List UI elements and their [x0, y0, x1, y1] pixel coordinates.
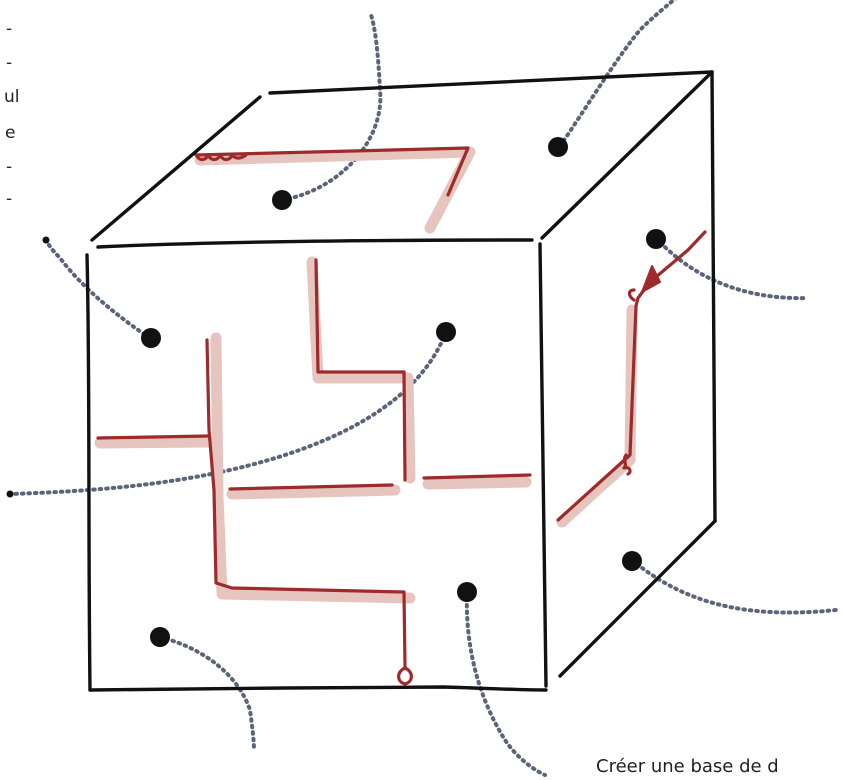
callout-line-upper-left	[46, 240, 150, 338]
cube-edge-top-front	[98, 240, 532, 247]
cube-edge-top-back-left	[92, 97, 260, 240]
cube-edge-top-back	[270, 72, 712, 93]
left-text-fragment-4: e	[5, 124, 15, 143]
callout-line-bottom-center	[467, 592, 545, 775]
callout-line-center	[10, 332, 446, 494]
maze-path-shadow	[100, 152, 632, 598]
marker-dot-upper-left	[141, 328, 161, 348]
maze-segment-left-long	[207, 340, 405, 668]
left-text-fragment-3: ul	[4, 88, 20, 107]
maze-segment-upper-center	[316, 260, 405, 480]
caption-text: Créer une base de d	[596, 757, 779, 776]
callout-end-dot-left	[43, 237, 50, 244]
maze-segment-left-stub	[98, 436, 208, 438]
callout-end-dot-center-left	[7, 491, 14, 498]
marker-dot-right-lower	[622, 551, 642, 571]
marker-dot-bottom-center	[457, 582, 477, 602]
left-text-fragment-1: -	[6, 20, 12, 39]
callout-line-right-lower	[632, 560, 836, 613]
left-text-fragment-2: -	[6, 54, 12, 73]
marker-dot-top-face	[272, 190, 292, 210]
cube-edge-side-bottom	[560, 521, 715, 676]
callout-line-right-face	[656, 238, 808, 298]
cube-edge-front-right	[540, 244, 546, 686]
arrowhead	[642, 266, 660, 292]
cube-edge-side-right	[712, 72, 715, 521]
left-text-fragment-6: -	[6, 190, 12, 209]
marker-dot-bottom-left	[150, 627, 170, 647]
maze-segment-end-loop	[399, 668, 412, 684]
cube-edge-front-bottom	[90, 687, 546, 690]
cube-edge-front-left	[87, 255, 90, 690]
left-text-fragment-5: -	[6, 158, 12, 177]
cube-edge-top-back-right	[542, 72, 712, 238]
marker-dot-top-right	[548, 137, 568, 157]
marker-dot-right-face	[646, 229, 666, 249]
maze-path	[98, 148, 705, 684]
callout-line-bottom-left	[160, 637, 254, 750]
maze-segment-right-hook	[630, 290, 635, 300]
callout-line-top-face	[282, 12, 380, 200]
marker-dot-center	[436, 322, 456, 342]
